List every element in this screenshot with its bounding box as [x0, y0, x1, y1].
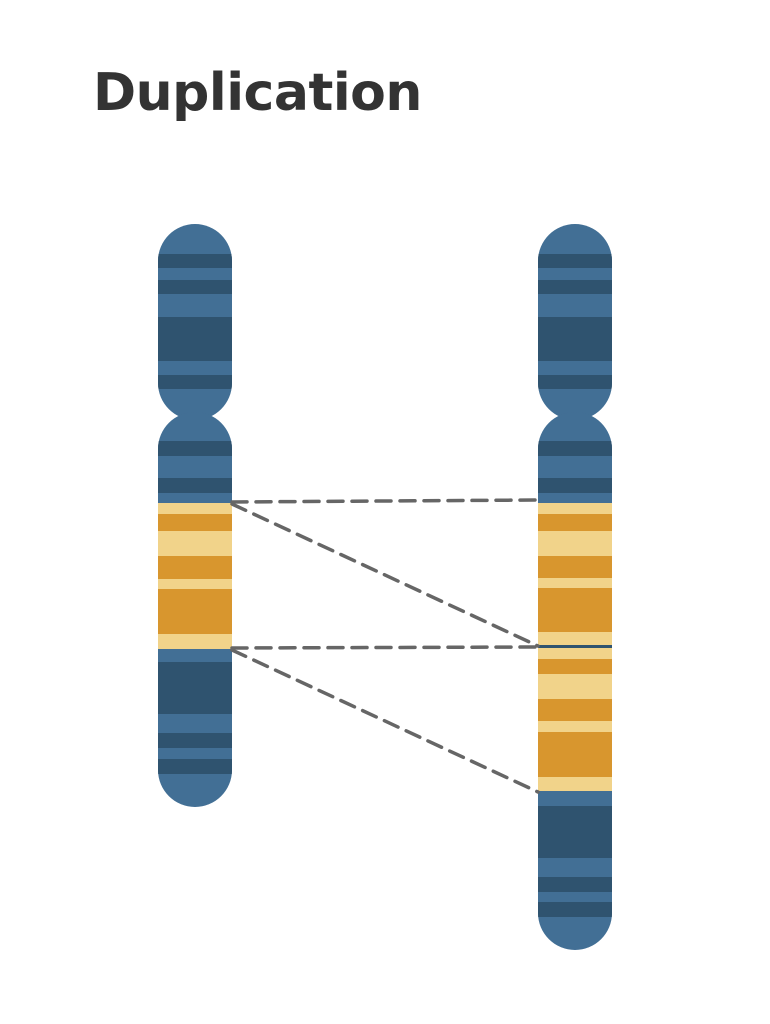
dark-band: [158, 478, 232, 493]
dark-band: [538, 441, 612, 456]
lower-arm: [158, 412, 232, 807]
mapping-line: [230, 498, 540, 504]
dark-band: [538, 902, 612, 917]
upper-arm: [158, 224, 232, 420]
dark-band: [538, 514, 612, 531]
dark-band: [538, 375, 612, 389]
dark-band: [538, 877, 612, 892]
dark-band: [158, 589, 232, 634]
mapping-line: [230, 645, 540, 650]
mapping-lines: [230, 498, 540, 794]
dark-band: [158, 375, 232, 389]
dark-band: [158, 556, 232, 579]
dark-band: [538, 732, 612, 777]
dark-band: [538, 556, 612, 578]
dark-band: [538, 806, 612, 858]
mapping-line: [230, 648, 540, 794]
dark-band: [158, 514, 232, 531]
upper-arm: [538, 224, 612, 420]
dark-band: [158, 317, 232, 361]
dark-band: [158, 254, 232, 268]
duplicated-chromosome: [538, 224, 612, 950]
dark-band: [538, 254, 612, 268]
dark-band: [158, 441, 232, 456]
duplicated-segment: [158, 503, 232, 649]
dark-band: [538, 478, 612, 493]
duplicated-segment: [538, 648, 612, 791]
dark-band: [158, 733, 232, 748]
dark-band: [158, 759, 232, 774]
dark-band: [538, 317, 612, 361]
page-title: Duplication: [93, 63, 422, 123]
dark-band: [538, 588, 612, 632]
lower-arm: [538, 412, 612, 950]
dark-band: [158, 662, 232, 714]
dark-band: [158, 280, 232, 294]
dark-band: [538, 699, 612, 721]
duplicated-segment: [538, 503, 612, 645]
dark-band: [538, 659, 612, 674]
dark-band: [538, 280, 612, 294]
segment-boundary: [538, 645, 612, 648]
original-chromosome: [158, 224, 232, 807]
mapping-line: [230, 502, 540, 648]
